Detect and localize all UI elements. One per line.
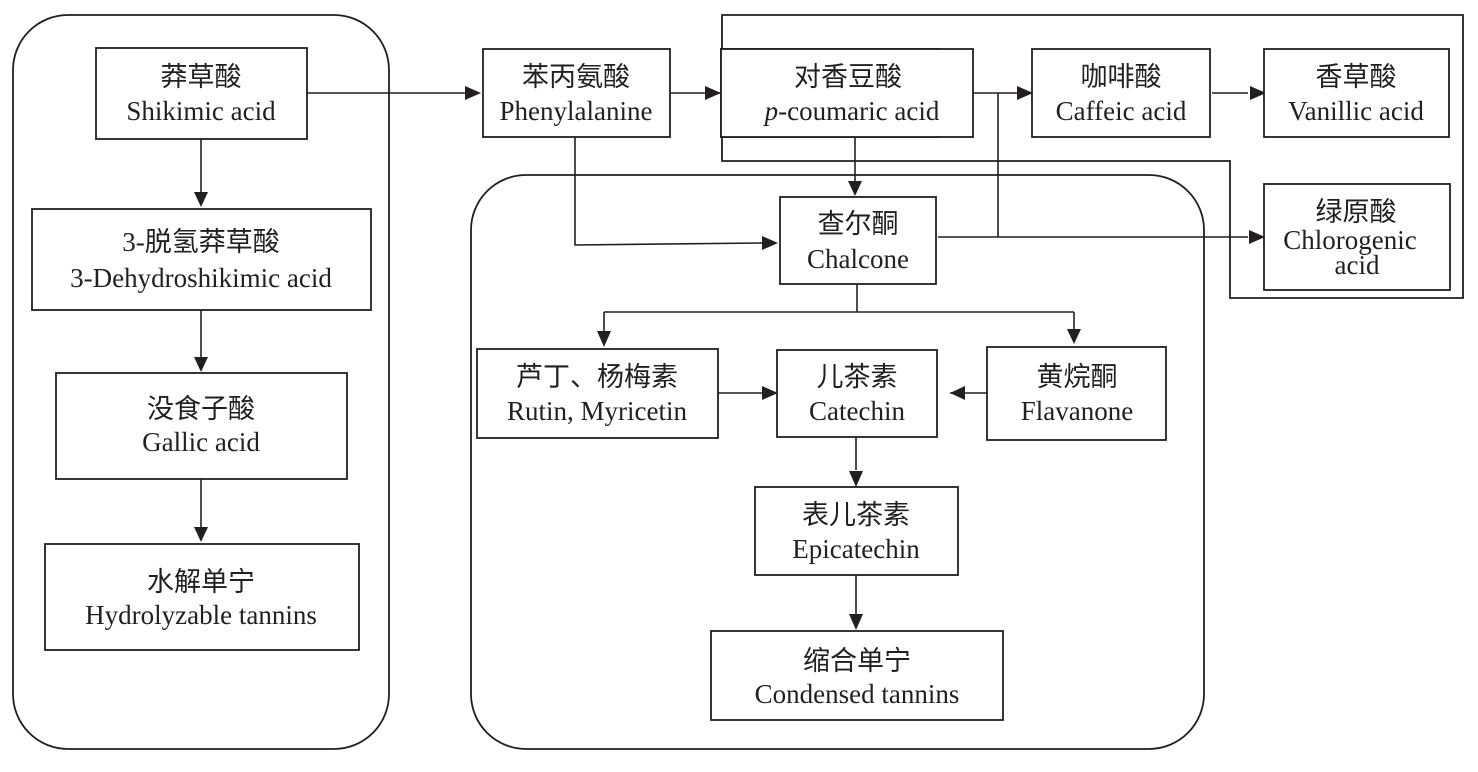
node-label-en: Rutin, Myricetin	[507, 396, 687, 426]
group-flavonoid-pathway	[470, 174, 1205, 750]
node-rutin-myricetin: 芦丁、杨梅素 Rutin, Myricetin	[476, 348, 719, 439]
node-label-en: Gallic acid	[142, 427, 260, 457]
node-label-en: Chalcone	[807, 244, 909, 274]
node-vanillic-acid: 香草酸 Vanillic acid	[1263, 48, 1450, 138]
node-label-en: p-coumaric acid	[763, 96, 940, 126]
node-label-en: Chlorogenic	[1283, 225, 1416, 255]
edge-phenylalanine-to-chalcone	[574, 137, 763, 246]
node-shikimic-acid: 莽草酸 Shikimic acid	[95, 47, 308, 140]
node-label-zh: 缩合单宁	[803, 646, 911, 676]
arrowhead-left	[950, 386, 965, 400]
node-flavanone: 黄烷酮 Flavanone	[986, 346, 1167, 441]
node-label-en: 3-Dehydroshikimic acid	[70, 263, 332, 293]
node-label-en: Hydrolyzable tannins	[85, 600, 317, 630]
arrowhead-down	[849, 471, 863, 487]
node-label-en-line2: acid	[1335, 250, 1380, 280]
edges	[200, 92, 1248, 614]
node-p-coumaric-acid: 对香豆酸 p-coumaric acid	[720, 48, 974, 138]
node-label-en: Caffeic acid	[1056, 96, 1187, 126]
italic-prefix: p	[763, 96, 779, 126]
arrowhead-down	[849, 614, 863, 630]
arrowhead-right	[465, 86, 481, 100]
node-hydrolyzable-tannins: 水解单宁 Hydrolyzable tannins	[44, 543, 360, 651]
arrowhead-right	[762, 386, 778, 400]
node-label-zh: 查尔酮	[818, 209, 899, 239]
label-rest: -coumaric acid	[778, 96, 940, 126]
node-label-zh: 芦丁、杨梅素	[516, 362, 678, 392]
node-label-en: Flavanone	[1021, 396, 1133, 426]
node-gallic-acid: 没食子酸 Gallic acid	[55, 372, 348, 480]
node-dehydroshikimic-acid: 3-脱氢莽草酸 3-Dehydroshikimic acid	[31, 208, 372, 311]
node-label-zh: 莽草酸	[161, 62, 242, 92]
node-epicatechin: 表儿茶素 Epicatechin	[754, 486, 959, 576]
arrowhead-down	[1067, 329, 1081, 344]
node-chlorogenic-acid: 绿原酸 Chlorogenic acid	[1263, 183, 1451, 291]
node-catechin: 儿茶素 Catechin	[776, 349, 938, 438]
node-condensed-tannins: 缩合单宁 Condensed tannins	[710, 630, 1004, 721]
node-label-zh: 没食子酸	[147, 394, 255, 424]
arrowhead-down	[597, 331, 611, 347]
node-label-en: Epicatechin	[792, 534, 920, 564]
node-label-en: Catechin	[809, 396, 905, 426]
arrowhead-right	[705, 86, 721, 100]
node-label-en: Phenylalanine	[500, 96, 653, 126]
node-phenylalanine: 苯丙氨酸 Phenylalanine	[482, 48, 671, 138]
arrowhead-down	[194, 527, 208, 542]
node-caffeic-acid: 咖啡酸 Caffeic acid	[1031, 48, 1211, 138]
arrowheads	[194, 86, 1266, 630]
group-phenolic-acids	[721, 14, 1464, 299]
node-label-zh: 对香豆酸	[794, 62, 902, 92]
arrowhead-right	[1250, 86, 1266, 100]
node-label-zh: 3-脱氢莽草酸	[122, 227, 280, 257]
node-label-zh: 水解单宁	[147, 567, 255, 597]
arrowhead-down	[194, 357, 208, 372]
group-hydrolyzable-pathway	[12, 14, 390, 750]
node-label-en: Condensed tannins	[755, 679, 960, 709]
node-label-zh: 表儿茶素	[802, 500, 910, 530]
node-chalcone: 查尔酮 Chalcone	[779, 196, 937, 285]
node-label-zh: 绿原酸	[1316, 197, 1397, 227]
node-label-zh: 儿茶素	[817, 362, 898, 392]
arrowhead-down	[194, 192, 208, 207]
node-label-en: Vanillic acid	[1288, 96, 1424, 126]
node-label-zh: 咖啡酸	[1081, 62, 1162, 92]
node-label-zh: 黄烷酮	[1037, 362, 1118, 392]
arrowhead-right	[1017, 86, 1033, 100]
node-label-en: Shikimic acid	[126, 96, 276, 126]
arrowhead-down	[848, 181, 862, 196]
node-label-zh: 香草酸	[1316, 62, 1397, 92]
arrowhead-right	[1249, 230, 1265, 244]
node-label-zh: 苯丙氨酸	[522, 62, 630, 92]
arrowhead-right	[762, 236, 778, 250]
